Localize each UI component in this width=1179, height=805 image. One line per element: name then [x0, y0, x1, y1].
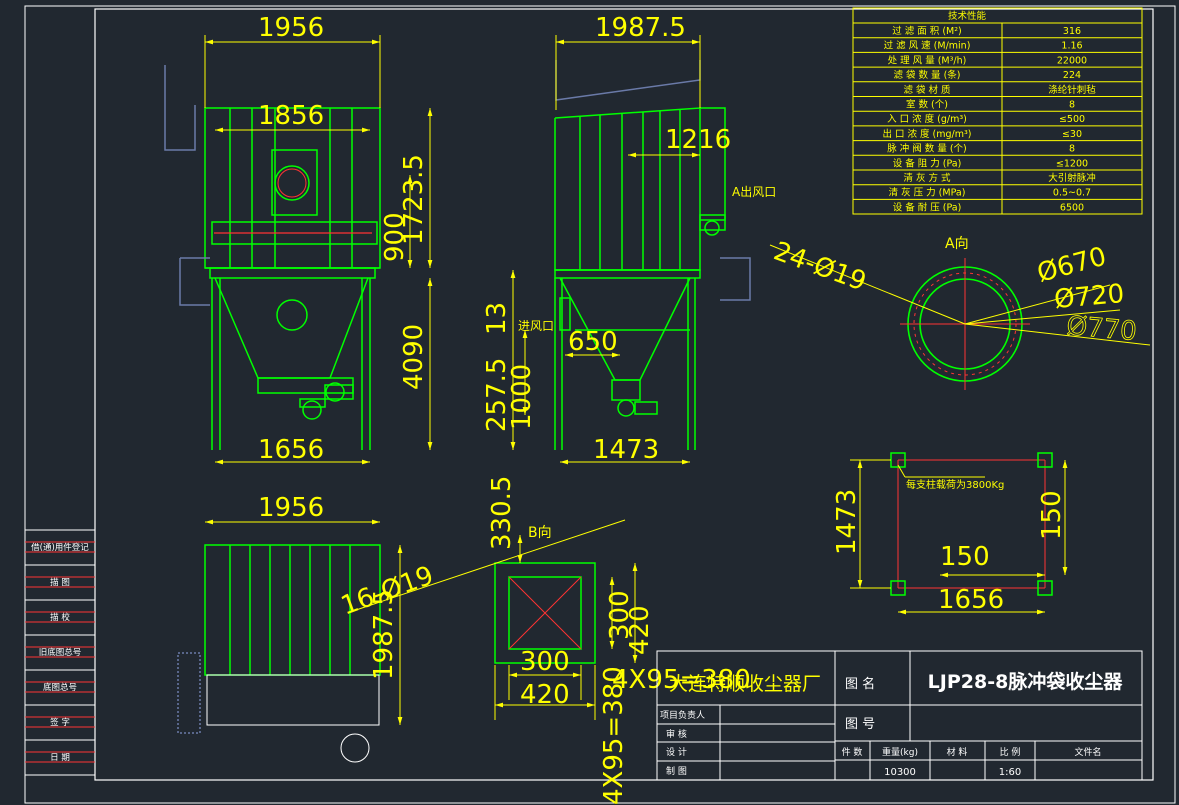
side-table-cell: 描 图 — [50, 577, 70, 588]
tech-row-value: ≤30 — [1062, 129, 1082, 140]
weight-value: 10300 — [884, 767, 916, 778]
tech-row-value: 8 — [1069, 144, 1075, 155]
label-view-b: B向 — [528, 525, 552, 541]
tech-row-name: 设 备 阻 力 (Pa) — [893, 157, 962, 169]
side-view — [554, 60, 751, 450]
dim-flange-holes: 24-Ø19 — [770, 236, 870, 297]
role-2: 设 计 — [666, 746, 687, 758]
tech-row-name: 室 数 (个) — [906, 99, 948, 111]
dim-side-257: 257.5 — [482, 358, 512, 432]
tech-row-name: 设 备 耐 压 (Pa) — [893, 201, 962, 213]
tech-table: 技术性能 过 滤 面 积 (M²) 316 过 滤 风 速 (M/min) 1.16 处… — [852, 7, 1143, 215]
header-weight: 重量(kg) — [882, 746, 918, 758]
dim-found-150a: 150 — [940, 542, 990, 572]
tech-row-name: 处 理 风 量 (M³/h) — [888, 54, 967, 66]
role-0: 项目负责人 — [660, 709, 705, 721]
drawing-no-label: 图 号 — [845, 717, 875, 732]
dim-plan-width: 1956 — [258, 493, 324, 523]
tech-row-value: ≤1200 — [1056, 158, 1088, 169]
role-1: 审 核 — [666, 728, 687, 740]
tech-row-value: 316 — [1063, 26, 1081, 37]
tech-row-name: 过 滤 风 速 (M/min) — [884, 40, 971, 52]
dim-front-1656: 1656 — [258, 435, 324, 465]
dim-b-3305: 330.5 — [487, 476, 517, 550]
side-table-cell: 签 字 — [50, 717, 70, 728]
dim-found-1656: 1656 — [938, 585, 1004, 615]
tech-row-value: 大引射脉冲 — [1048, 172, 1096, 184]
tech-row-name: 入 口 浓 度 (g/m³) — [887, 113, 967, 125]
dim-side-1000: 1000 — [507, 364, 537, 430]
scale-value: 1:60 — [999, 767, 1021, 778]
header-material: 材 料 — [947, 746, 968, 758]
dim-flange-d2: Ø720 — [1053, 279, 1125, 315]
tech-row-value: 涤纶针刺毡 — [1048, 84, 1096, 96]
tech-row-name: 脉 冲 阀 数 量 (个) — [887, 143, 967, 155]
dim-front-height-total: 1723.5 — [399, 154, 429, 245]
dim-b-4x95-v: 4X95=380 — [599, 666, 629, 805]
foundation-plan — [890, 452, 1053, 596]
side-table-cell: 描 校 — [50, 612, 70, 623]
header-count: 件 数 — [842, 746, 863, 758]
side-table-cell: 借(通)用件登记 — [31, 542, 89, 553]
dim-plan-height: 1987.5 — [369, 589, 399, 680]
label-outlet: A出风口 — [732, 185, 776, 199]
plan-view — [177, 544, 381, 763]
tech-row-name: 清 灰 压 力 (MPa) — [889, 187, 966, 199]
dim-b-4x95-h: 4X95=380 — [612, 665, 751, 695]
tech-row-value: 22000 — [1057, 55, 1087, 66]
tech-row-name: 过 滤 面 积 (M²) — [892, 25, 962, 37]
side-table-cell: 旧底图总号 — [39, 647, 82, 658]
title-block: 大连特顺收尘器厂 图 名 LJP28-8脉冲袋收尘器 图 号 项目负责人 审 核… — [656, 650, 1143, 781]
tech-row-value: 6500 — [1060, 202, 1084, 213]
tech-row-value: 8 — [1069, 100, 1075, 111]
tech-row-value: 224 — [1063, 70, 1081, 81]
dim-side-13: 13 — [482, 302, 512, 335]
b-view-flange — [494, 562, 596, 664]
dim-side-1473: 1473 — [593, 435, 659, 465]
header-filename: 文件名 — [1074, 746, 1101, 758]
tech-row-value: 1.16 — [1061, 41, 1082, 52]
drawing-name-label: 图 名 — [845, 676, 875, 692]
tech-table-title: 技术性能 — [948, 10, 987, 22]
inner-frame — [94, 8, 1154, 781]
side-table-cell: 底图总号 — [43, 682, 77, 693]
role-3: 制 图 — [666, 765, 687, 777]
tech-row-name: 滤 袋 材 质 — [903, 84, 951, 96]
dim-b-420w: 420 — [520, 680, 570, 710]
label-inlet: 进风口 — [518, 319, 554, 333]
tech-row-name: 滤 袋 数 量 (条) — [894, 69, 961, 81]
dim-front-4090: 4090 — [399, 324, 429, 390]
dim-flange-d3: Ø770 — [1065, 311, 1137, 347]
dim-side-width: 1987.5 — [595, 13, 686, 43]
tech-row-value: 0.5~0.7 — [1053, 188, 1091, 199]
dim-side-1216: 1216 — [665, 125, 731, 155]
dimension-lines — [204, 35, 1151, 725]
dim-b-300w: 300 — [520, 647, 570, 677]
label-column-load: 每支柱载荷为3800Kg — [906, 478, 1004, 491]
tech-row-value: ≤500 — [1059, 114, 1085, 125]
outer-frame — [24, 5, 1176, 804]
side-table-cell: 日 期 — [50, 753, 70, 763]
dim-front-width: 1956 — [258, 13, 324, 43]
label-view-a: A向 — [945, 236, 969, 252]
header-scale: 比 例 — [1000, 746, 1021, 758]
dim-b-300h: 300 — [605, 590, 635, 640]
front-view — [164, 65, 381, 450]
dim-b-420h: 420 — [625, 605, 655, 655]
dim-found-1473: 1473 — [832, 489, 862, 555]
tech-row-name: 清 灰 方 式 — [903, 172, 951, 184]
dim-front-900: 900 — [380, 212, 410, 262]
drawing-name: LJP28-8脉冲袋收尘器 — [928, 670, 1124, 693]
dim-front-inner: 1856 — [258, 101, 324, 131]
dim-side-650: 650 — [568, 327, 618, 357]
dim-found-150b: 150 — [1037, 490, 1067, 540]
tech-row-name: 出 口 浓 度 (mg/m³) — [882, 128, 971, 140]
company-watermark: 大连特顺收尘器厂 — [669, 673, 821, 695]
